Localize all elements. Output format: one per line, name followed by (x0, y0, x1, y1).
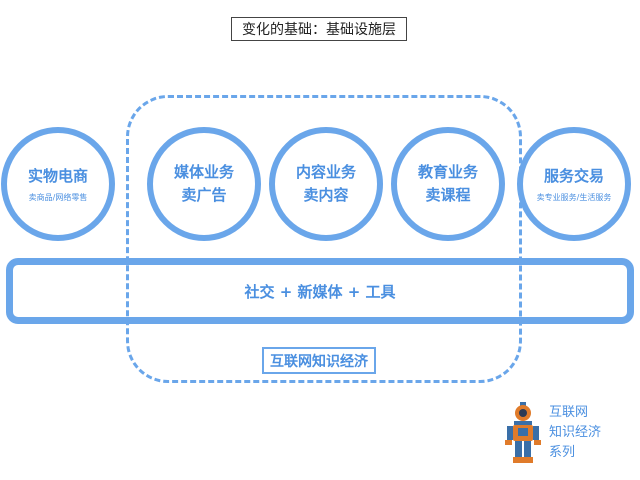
page-title: 变化的基础：基础设施层 (231, 17, 407, 41)
robot-mascot-icon (505, 402, 541, 463)
circle-title: 媒体业务 (173, 163, 234, 181)
circle-title: 实物电商 (27, 167, 88, 185)
series-line: 互联网 (549, 405, 589, 420)
circle-subtitle: 卖商品/网络零售 (28, 193, 88, 202)
circle-subtitle: 卖广告 (181, 186, 227, 204)
series-line: 知识经济 (549, 425, 602, 440)
media-business-circle: 媒体业务 卖广告 (147, 127, 261, 241)
circle-subtitle: 卖课程 (425, 186, 471, 204)
content-business-circle: 内容业务 卖内容 (269, 127, 383, 241)
education-business-circle: 教育业务 卖课程 (391, 127, 505, 241)
circle-title: 教育业务 (417, 163, 478, 181)
series-label: 互联网 知识经济 系列 (549, 403, 601, 463)
infrastructure-bar: 社交 + 新媒体 + 工具 (6, 258, 634, 324)
service-transaction-circle: 服务交易 卖专业服务/生活服务 (517, 127, 631, 241)
circle-title: 服务交易 (543, 167, 604, 185)
circle-title: 内容业务 (295, 163, 356, 181)
bar-label: 社交 + 新媒体 + 工具 (244, 282, 396, 301)
circle-subtitle: 卖专业服务/生活服务 (536, 193, 612, 202)
frame-label: 互联网知识经济 (262, 347, 376, 374)
physical-ecommerce-circle: 实物电商 卖商品/网络零售 (1, 127, 115, 241)
internet-knowledge-economy-frame (126, 95, 522, 383)
series-line: 系列 (549, 445, 576, 460)
circle-subtitle: 卖内容 (303, 186, 349, 204)
